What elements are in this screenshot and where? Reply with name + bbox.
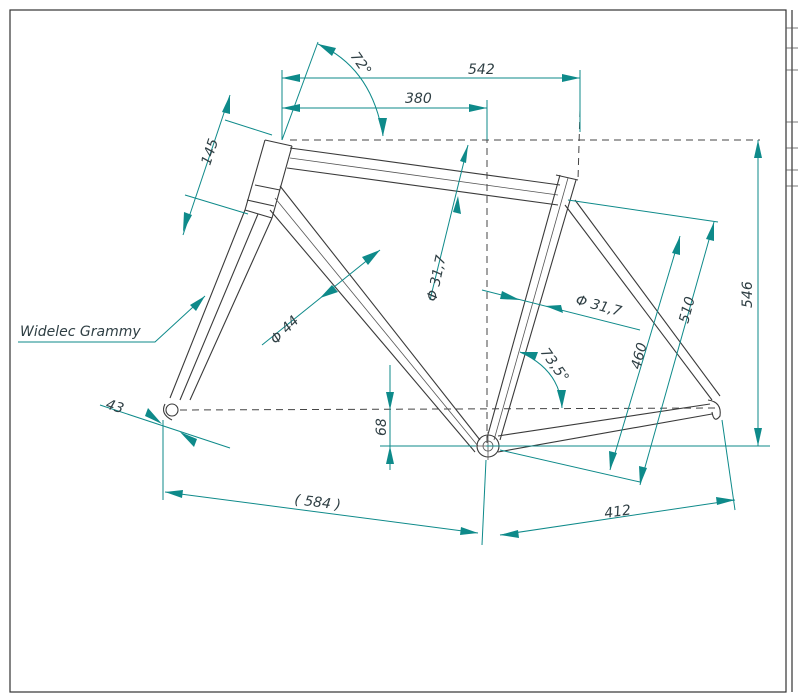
label-546: 546 bbox=[740, 281, 756, 308]
label-510: 510 bbox=[676, 295, 698, 325]
label-top-tube-diameter: Φ 31,7 bbox=[424, 254, 449, 303]
label-68: 68 bbox=[374, 418, 390, 436]
rear-dropout bbox=[707, 399, 721, 420]
label-380: 380 bbox=[405, 91, 432, 107]
label-460: 460 bbox=[628, 341, 650, 371]
label-412: 412 bbox=[603, 502, 632, 522]
drawing-border bbox=[9, 9, 787, 693]
label-43: 43 bbox=[104, 397, 126, 418]
label-fork-callout: Widelec Grammy bbox=[20, 324, 141, 340]
dimension-lines bbox=[18, 41, 770, 546]
bicycle-frame bbox=[163, 139, 721, 460]
label-145: 145 bbox=[199, 137, 223, 167]
reference-lines bbox=[179, 80, 760, 445]
label-seat-tube-diameter: Φ 31,7 bbox=[574, 292, 623, 320]
label-542: 542 bbox=[468, 62, 495, 78]
label-seat-angle: 72° bbox=[347, 49, 374, 79]
head-tube bbox=[244, 139, 293, 219]
title-block-ticks bbox=[786, 27, 798, 187]
seat-tube bbox=[486, 174, 579, 441]
seat-stays bbox=[564, 199, 721, 401]
chain-stays bbox=[497, 403, 713, 453]
down-tube bbox=[269, 185, 481, 453]
dimension-labels: 72° 542 380 145 Φ 31,7 Φ 44 Φ 31,7 510 4… bbox=[20, 49, 756, 522]
top-tube bbox=[286, 147, 561, 206]
label-584: ( 584 ) bbox=[294, 492, 342, 514]
fork bbox=[163, 209, 273, 421]
label-down-tube-diameter: Φ 44 bbox=[268, 313, 303, 348]
